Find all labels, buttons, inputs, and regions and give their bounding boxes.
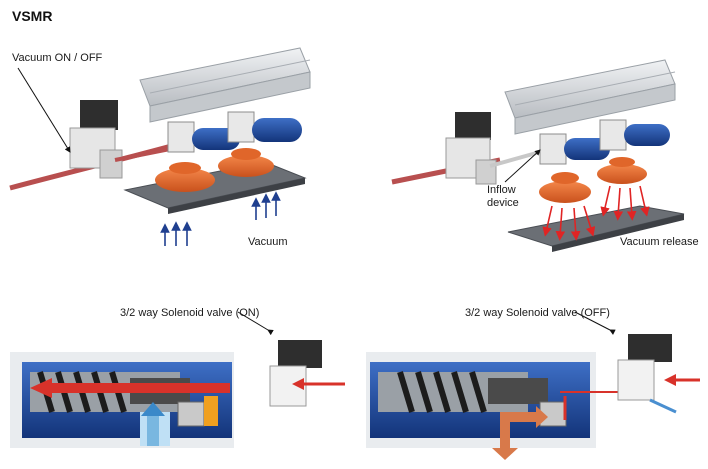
valve-on-leader-line [237, 311, 274, 336]
valve-on-label: 3/2 way Solenoid valve (ON) [120, 307, 260, 319]
switch-leader-line [17, 67, 71, 153]
vacuum-on-off-label: Vacuum ON / OFF [12, 52, 103, 64]
inflow-device-label: Inflow device [487, 184, 519, 209]
valve-section-off [366, 311, 700, 460]
top-right-scene [391, 59, 685, 252]
vacuum-release-label: Vacuum release [620, 236, 699, 248]
inflow-leader-line [504, 149, 541, 183]
vacuum-arrows [160, 191, 281, 246]
solenoid-valve [69, 100, 123, 179]
vacuum-gripper-4 [597, 119, 670, 184]
release-arrows [542, 185, 650, 241]
vacuum-label: Vacuum [248, 236, 288, 248]
spring-off [397, 371, 487, 413]
valve-off-leader-line [574, 311, 616, 335]
valve-section-on [10, 311, 345, 448]
page-title: VSMR [12, 8, 53, 24]
vacuum-gripper-3 [539, 133, 610, 203]
solenoid-valve-on [269, 340, 322, 407]
vacuum-gripper-2 [218, 111, 302, 177]
valve-off-label: 3/2 way Solenoid valve (OFF) [465, 307, 610, 319]
solenoid-valve-off [617, 334, 672, 401]
top-left-scene [9, 47, 311, 246]
solenoid-valve-right [445, 112, 497, 185]
